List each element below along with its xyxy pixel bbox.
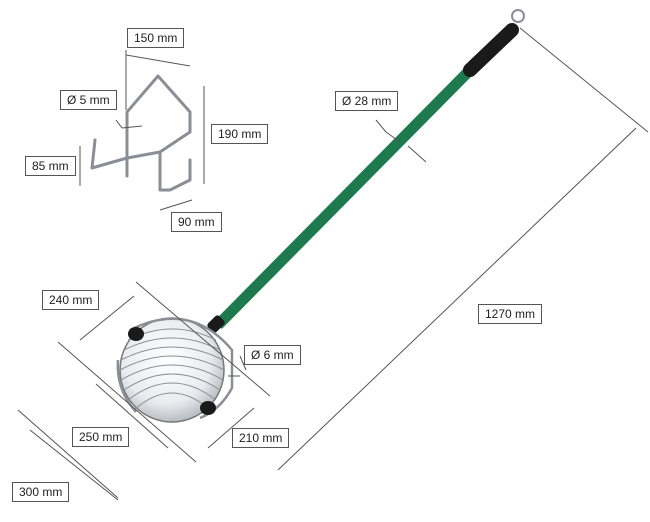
hook-dimension-lines [79, 50, 205, 211]
wire-basket [116, 317, 234, 423]
label-basket-depth: 210 mm [232, 428, 290, 448]
dim-line-basket-length [29, 429, 119, 501]
label-hook-height: 190 mm [211, 124, 269, 144]
basket-hub-top [128, 327, 144, 341]
label-basket-diameter: 250 mm [72, 427, 130, 447]
label-basket-length: 300 mm [12, 482, 70, 502]
dim-line-basket-diameter [95, 383, 169, 449]
basket-dimension-lines [17, 281, 271, 501]
label-basket-wire: Ø 6 mm [244, 345, 301, 365]
pole-dimension-lines [277, 27, 649, 471]
label-hook-base: 90 mm [171, 212, 222, 232]
hanging-ring-icon [511, 9, 525, 23]
grip-handle [463, 23, 519, 77]
label-pole-diameter: Ø 28 mm [335, 91, 399, 111]
dim-line-basket-width [79, 295, 135, 341]
label-wire-diameter: Ø 5 mm [60, 90, 117, 110]
basket-hub-bottom [200, 401, 216, 415]
label-total-length: 1270 mm [478, 304, 543, 324]
label-basket-width: 240 mm [42, 290, 100, 310]
handle-pole [207, 9, 525, 333]
dim-line-hook-base [159, 199, 193, 211]
pole-connector [207, 315, 225, 333]
dim-line-hook-width [125, 54, 191, 67]
dim-line-basket-depth [207, 407, 255, 449]
pole-tube [214, 64, 476, 329]
label-hook-width: 150 mm [127, 28, 185, 48]
label-hook-depth: 85 mm [25, 156, 76, 176]
dim-line-total-length [277, 127, 637, 471]
